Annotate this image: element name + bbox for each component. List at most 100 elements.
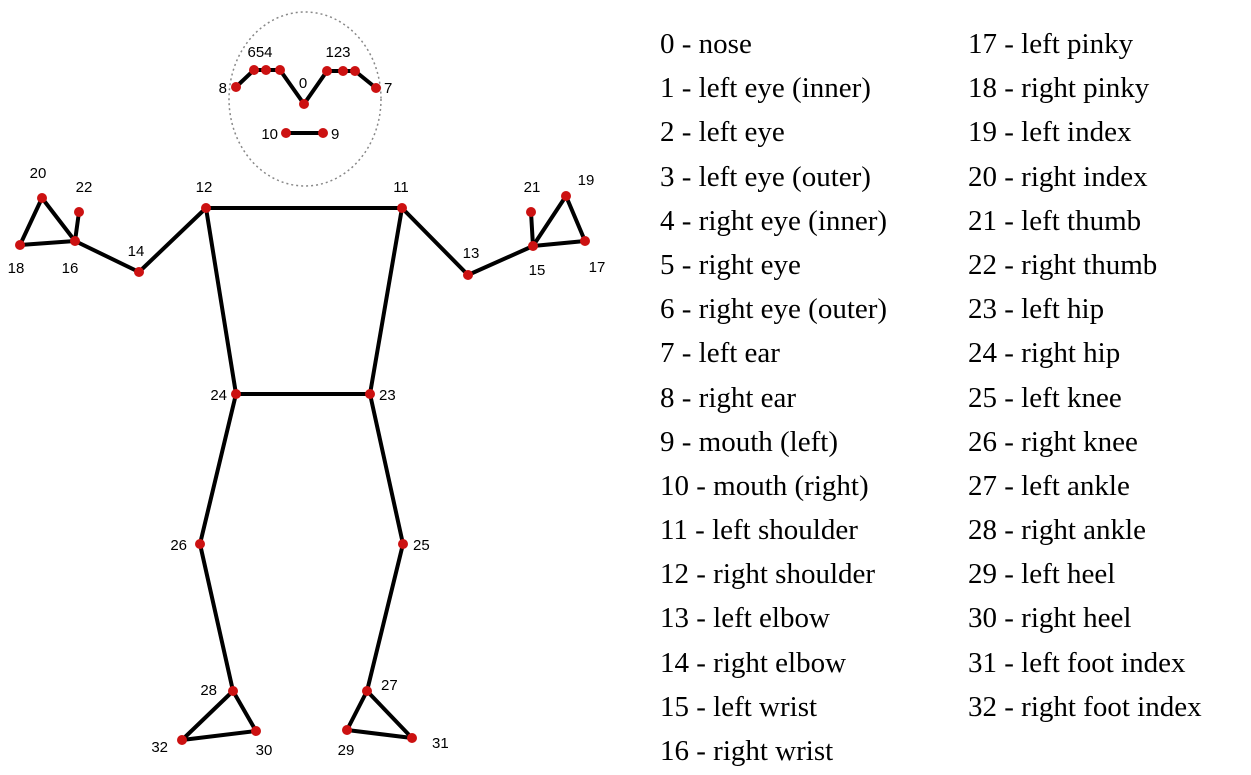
- landmark-label-20: 20: [30, 165, 47, 182]
- landmark-label-26: 26: [170, 537, 187, 554]
- connection-26-28: [198, 542, 235, 693]
- landmark-point-30: [251, 726, 261, 736]
- landmark-point-16: [70, 236, 80, 246]
- legend-item-9: 9 - mouth (left): [660, 425, 838, 458]
- connection-15-21: [529, 210, 535, 248]
- landmark-label-31: 31: [432, 735, 449, 752]
- skeleton-connections: [18, 68, 587, 742]
- landmark-label-22: 22: [76, 179, 93, 196]
- landmark-point-4: [275, 65, 285, 75]
- landmark-point-23: [365, 389, 375, 399]
- legend-item-23: 23 - left hip: [968, 293, 1105, 326]
- landmark-label-23: 23: [379, 387, 396, 404]
- landmark-label-9: 9: [331, 126, 339, 143]
- landmark-label-29: 29: [338, 742, 355, 759]
- landmark-point-26: [195, 539, 205, 549]
- landmark-point-13: [463, 270, 473, 280]
- legend-item-13: 13 - left elbow: [660, 602, 830, 635]
- landmark-point-27: [362, 686, 372, 696]
- landmark-point-11: [397, 203, 407, 213]
- connection-14-16: [73, 239, 141, 274]
- legend-item-12: 12 - right shoulder: [660, 558, 876, 591]
- legend-column-1: 0 - nose 1 - left eye (inner) 2 - left eye…: [660, 22, 887, 773]
- connection-4-0: [278, 68, 306, 106]
- legend-item-19: 19 - left index: [968, 116, 1132, 149]
- landmark-label-12: 12: [196, 179, 213, 196]
- landmark-point-12: [201, 203, 211, 213]
- landmark-points: [15, 65, 590, 745]
- legend-item-4: 4 - right eye (inner): [660, 204, 888, 237]
- legend-item-14: 14 - right elbow: [660, 646, 847, 679]
- connection-15-17: [531, 239, 587, 248]
- landmark-label-28: 28: [200, 682, 217, 699]
- landmark-label-0: 0: [299, 75, 307, 92]
- legend-item-1: 1 - left eye (inner): [660, 72, 871, 105]
- connection-12-14: [137, 206, 208, 274]
- connection-28-32: [180, 689, 235, 742]
- legend-item-30: 30 - right heel: [968, 602, 1132, 635]
- landmark-label-7: 7: [384, 80, 392, 97]
- landmark-point-15: [528, 241, 538, 251]
- landmark-label-18: 18: [8, 260, 25, 277]
- landmark-point-8: [231, 82, 241, 92]
- landmark-point-9: [318, 128, 328, 138]
- face-label-right-eye-group: 654: [247, 44, 272, 61]
- connection-24-26: [198, 392, 238, 546]
- connection-17-19: [564, 194, 587, 243]
- legend-item-17: 17 - left pinky: [968, 28, 1134, 60]
- legend-item-8: 8 - right ear: [660, 381, 797, 414]
- legend-item-20: 20 - right index: [968, 160, 1148, 193]
- landmark-point-25: [398, 539, 408, 549]
- legend-item-5: 5 - right eye: [660, 248, 801, 281]
- landmark-point-5: [261, 65, 271, 75]
- connection-13-15: [466, 244, 535, 277]
- legend-item-15: 15 - left wrist: [660, 690, 818, 723]
- legend-item-18: 18 - right pinky: [968, 72, 1150, 105]
- landmark-point-22: [74, 207, 84, 217]
- landmark-label-8: 8: [219, 80, 227, 97]
- legend-item-7: 7 - left ear: [660, 337, 780, 370]
- legend-column-2: 17 - left pinky 18 - right pinky 19 - left…: [968, 22, 1202, 729]
- landmark-label-11: 11: [393, 179, 409, 196]
- legend-item-0: 0 - nose: [660, 28, 752, 60]
- legend-item-25: 25 - left knee: [968, 381, 1122, 414]
- landmark-point-3: [350, 66, 360, 76]
- landmark-point-28: [228, 686, 238, 696]
- landmark-point-17: [580, 236, 590, 246]
- connection-15-19: [531, 194, 568, 248]
- legend-item-2: 2 - left eye: [660, 116, 785, 149]
- legend-item-21: 21 - left thumb: [968, 204, 1142, 237]
- connection-16-20: [40, 196, 77, 243]
- landmark-label-17: 17: [589, 259, 606, 276]
- connection-0-1: [302, 69, 329, 106]
- landmark-label-21: 21: [524, 179, 541, 196]
- landmark-label-27: 27: [381, 677, 398, 694]
- landmark-label-14: 14: [128, 243, 145, 260]
- landmark-label-10: 10: [261, 126, 278, 143]
- legend-item-11: 11 - left shoulder: [660, 514, 858, 547]
- landmark-point-24: [231, 389, 241, 399]
- legend-item-16: 16 - right wrist: [660, 735, 834, 767]
- connection-29-31: [345, 728, 414, 740]
- legend-item-27: 27 - left ankle: [968, 469, 1130, 502]
- landmark-label-24: 24: [210, 387, 227, 404]
- connection-25-27: [365, 542, 405, 693]
- landmark-point-31: [407, 733, 417, 743]
- head-outline: [228, 11, 382, 187]
- landmark-label-19: 19: [578, 172, 595, 189]
- legend-item-29: 29 - left heel: [968, 558, 1116, 591]
- landmark-point-20: [37, 193, 47, 203]
- landmark-label-32: 32: [151, 739, 168, 756]
- connection-23-25: [368, 392, 405, 546]
- landmark-label-30: 30: [256, 742, 273, 759]
- landmark-point-21: [526, 207, 536, 217]
- legend-item-22: 22 - right thumb: [968, 248, 1158, 281]
- landmark-label-16: 16: [62, 260, 79, 277]
- landmark-point-7: [371, 83, 381, 93]
- legend-item-24: 24 - right hip: [968, 337, 1121, 370]
- landmark-point-0: [299, 99, 309, 109]
- landmark-label-15: 15: [529, 262, 546, 279]
- landmark-point-1: [322, 66, 332, 76]
